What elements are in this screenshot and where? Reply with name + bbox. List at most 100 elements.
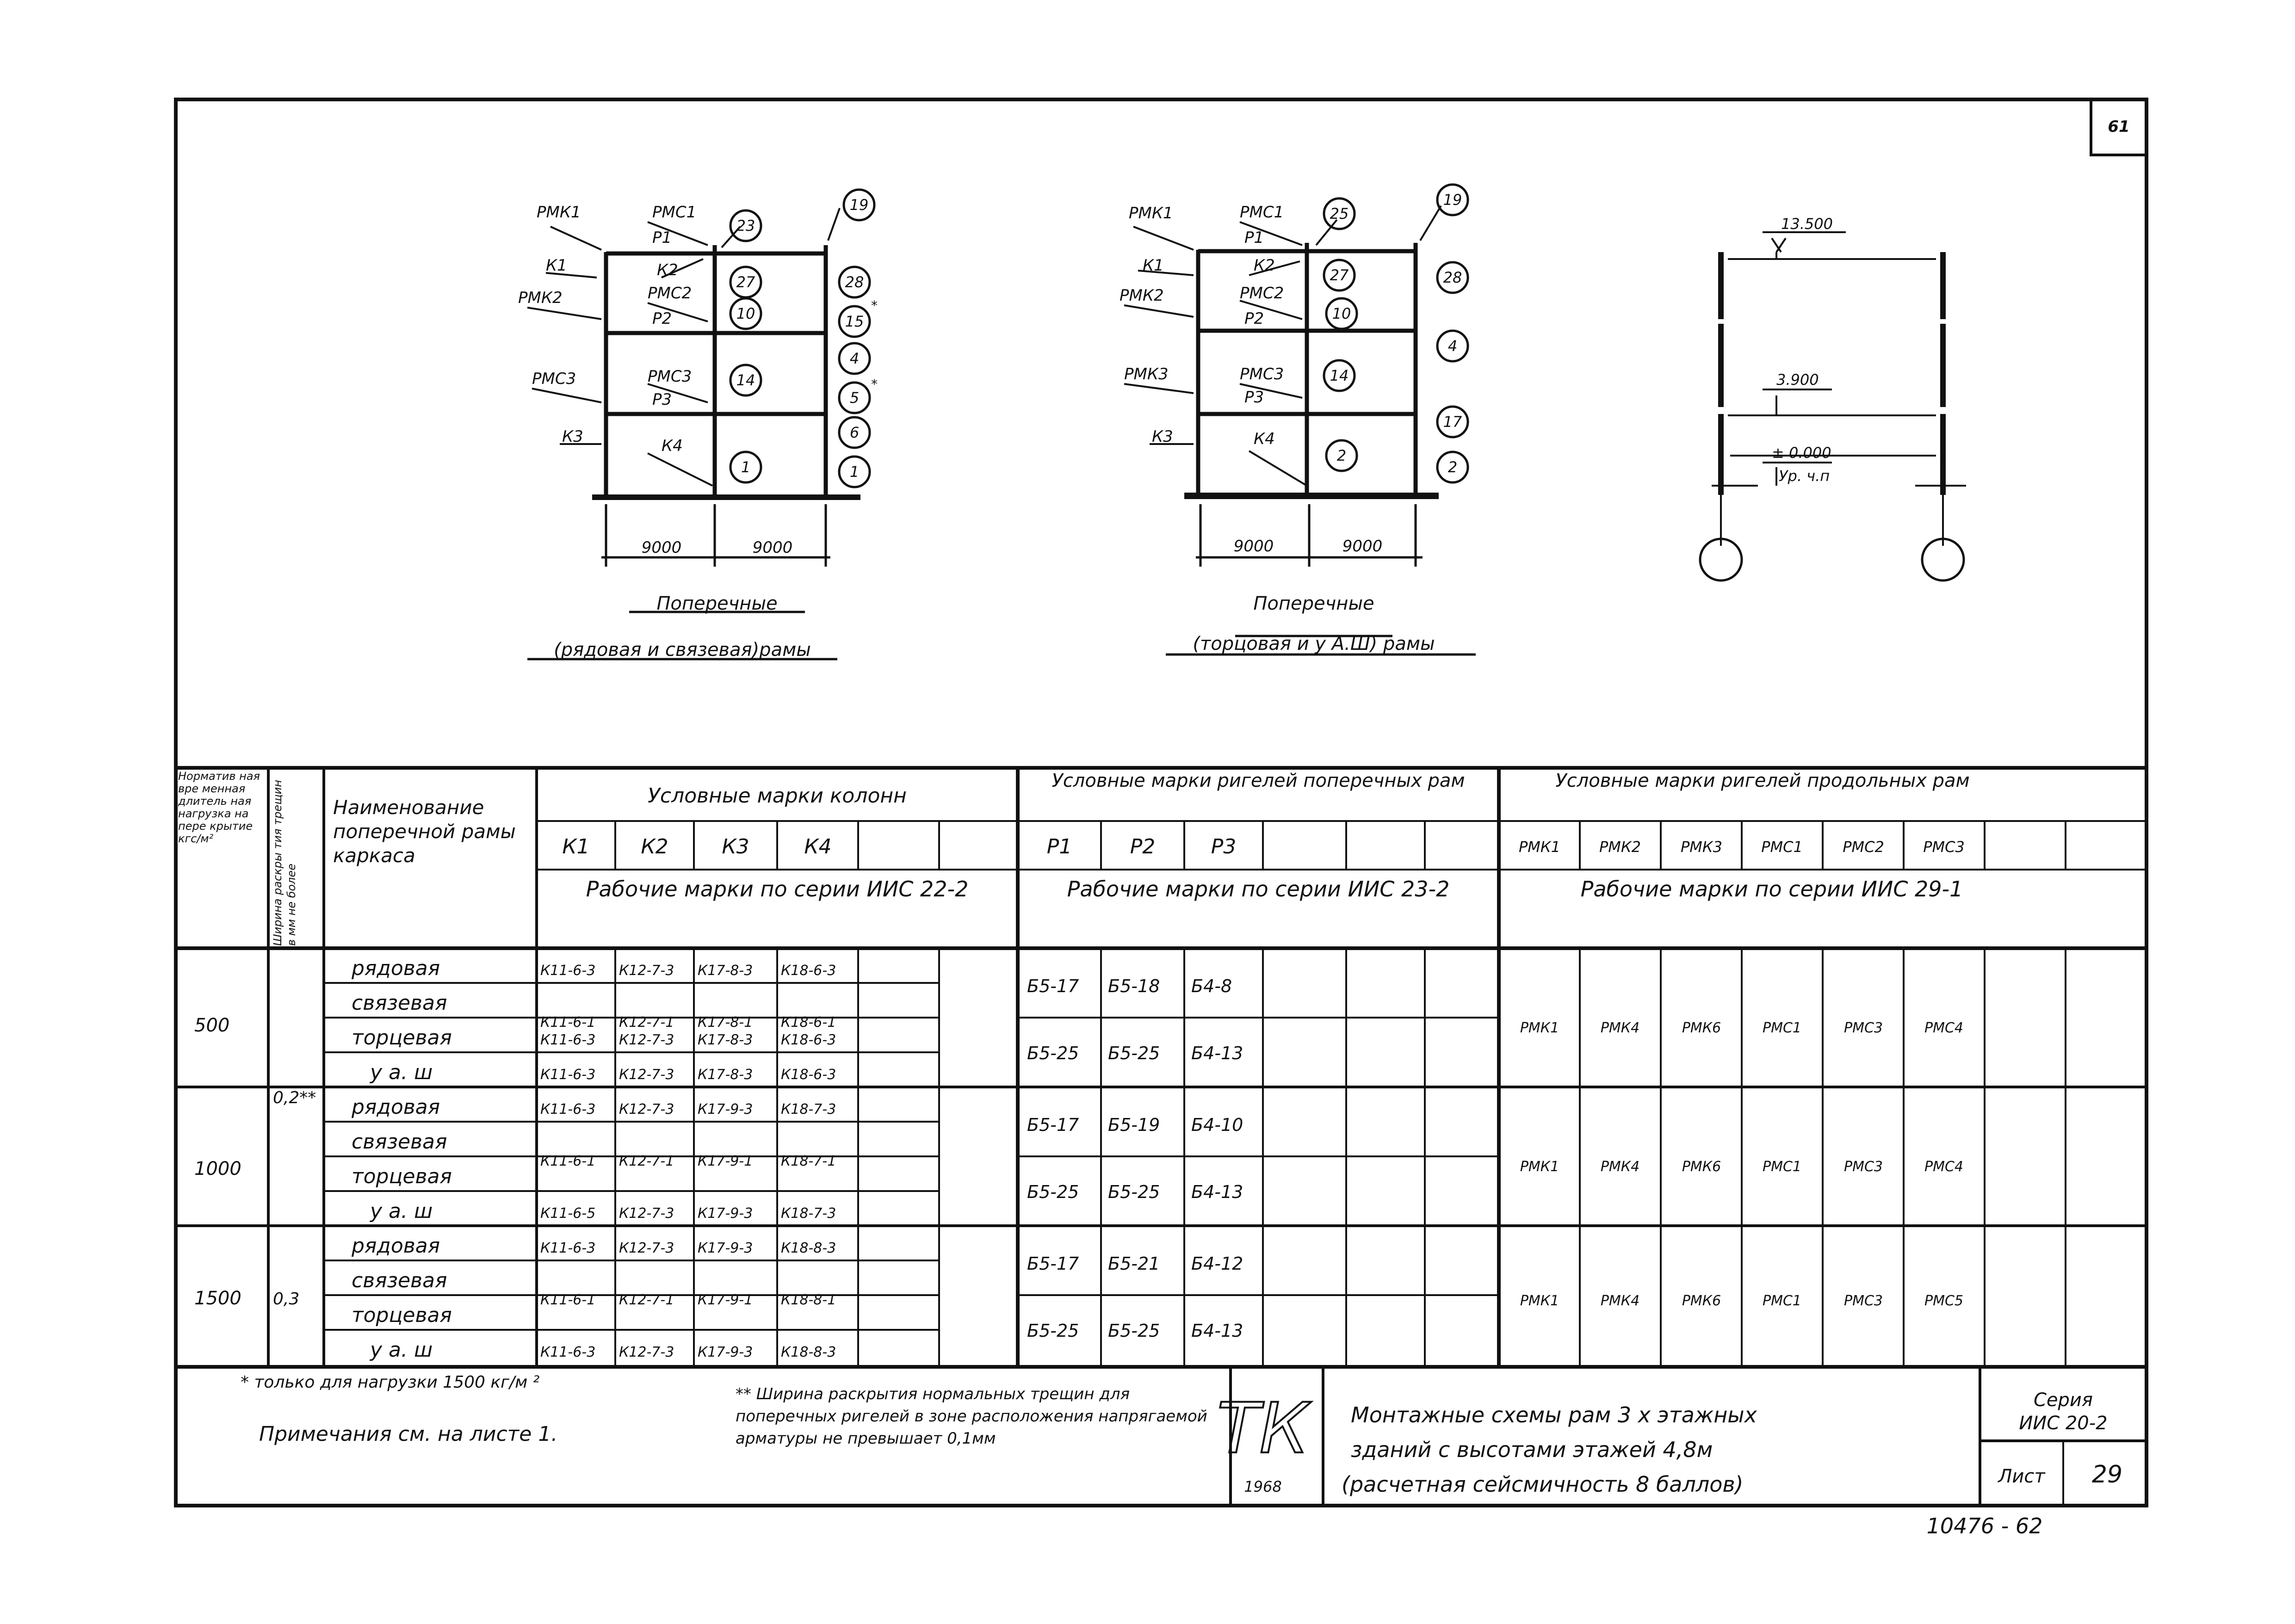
circle-right-10: 10 <box>1332 305 1351 322</box>
long-mark-3: РМК3 <box>1681 838 1722 856</box>
sheet-value: 29 <box>2092 1461 2122 1488</box>
b2-r4-k2: К12-7-3 <box>619 1205 674 1222</box>
girder-mark-p1: Р1 <box>1047 835 1072 858</box>
b1-name-1: рядовая <box>351 957 440 980</box>
b2-long-1: РМК1 <box>1520 1159 1559 1175</box>
label-left-k1: К1 <box>546 256 567 275</box>
b3-long-5: РМС3 <box>1844 1293 1883 1309</box>
circle-left-1a: 1 <box>741 458 750 476</box>
dim-right-1: 9000 <box>1234 537 1274 556</box>
b1-long-1: РМК1 <box>1520 1020 1559 1036</box>
b3-long-1: РМК1 <box>1520 1293 1559 1309</box>
b1-r1-k4: К18-6-3 <box>781 963 836 979</box>
crack-03: 0,3 <box>273 1290 299 1309</box>
circle-left-mark-b: * <box>871 377 878 392</box>
b2-r4-k1: К11-6-5 <box>540 1205 595 1222</box>
frame-diagram-left <box>527 188 876 661</box>
b1-r4-k3: К17-8-3 <box>698 1067 753 1083</box>
caption-left-2: (рядовая и связевая)рамы <box>554 639 811 661</box>
b3-r4-k1: К11-6-3 <box>540 1344 595 1360</box>
b3-r1-k4: К18-8-3 <box>781 1240 836 1256</box>
b1-r3-k2: К12-7-3 <box>619 1032 674 1048</box>
label-right-rmk3: РМК3 <box>1124 365 1169 383</box>
circle-left-mark-a: * <box>871 298 878 313</box>
b3-name-3: торцевая <box>352 1303 452 1327</box>
b2-r2-k1: К11-6-1 <box>540 1153 595 1169</box>
circle-right-17: 17 <box>1443 413 1462 431</box>
caption-right-1: Поперечные <box>1253 593 1374 614</box>
circle-left-27: 27 <box>736 273 755 291</box>
b1-long-5: РМС3 <box>1844 1020 1883 1036</box>
label-right-k3: К3 <box>1152 427 1173 446</box>
circle-left-1b: 1 <box>850 463 859 481</box>
hdr-crack: Ширина раскры тия трещин в мм не более <box>271 779 298 946</box>
circle-left-10: 10 <box>736 305 755 322</box>
b3-r1-k3: К17-9-3 <box>698 1240 753 1256</box>
circle-right-14: 14 <box>1330 367 1349 384</box>
b1-r2-k2: К12-7-1 <box>619 1014 674 1031</box>
circle-left-19: 19 <box>850 196 869 214</box>
level-note: Ур. ч.п <box>1779 467 1830 485</box>
label-left-rmk1: РМК1 <box>537 203 581 222</box>
long-mark-4: РМС1 <box>1761 838 1803 856</box>
b3-r2-k4: К18-8-1 <box>781 1292 836 1308</box>
hdr-name: Наименование поперечной рамы каркаса <box>333 796 516 867</box>
elevation-diagram <box>1699 231 1966 582</box>
level-13500: 13.500 <box>1781 215 1833 233</box>
circle-left-4: 4 <box>850 350 859 367</box>
b1-g1-p3: Б4-8 <box>1191 976 1232 996</box>
b3-g2-p2: Б5-25 <box>1108 1321 1160 1341</box>
label-right-p3: Р3 <box>1244 388 1264 407</box>
b3-r2-k1: К11-6-1 <box>540 1292 595 1308</box>
b1-g2-p1: Б5-25 <box>1027 1043 1079 1063</box>
b1-r1-k3: К17-8-3 <box>698 963 753 979</box>
label-left-p3: Р3 <box>652 390 672 409</box>
b2-name-2: связевая <box>352 1130 447 1154</box>
b1-g1-p2: Б5-18 <box>1108 976 1160 996</box>
load-1500: 1500 <box>194 1288 241 1309</box>
label-left-k4: К4 <box>662 437 683 455</box>
b1-long-3: РМК6 <box>1682 1020 1721 1036</box>
b3-name-2: связевая <box>352 1269 447 1292</box>
b1-name-3: торцевая <box>352 1026 452 1050</box>
year: 1968 <box>1244 1478 1281 1495</box>
b2-g1-p1: Б5-17 <box>1027 1115 1079 1135</box>
label-right-k4: К4 <box>1254 430 1275 448</box>
circle-left-15: 15 <box>845 313 864 330</box>
b3-r4-k4: К18-8-3 <box>781 1344 836 1360</box>
circle-right-27: 27 <box>1330 266 1349 284</box>
label-right-k1: К1 <box>1143 256 1164 275</box>
title-line-3: (расчетная сейсмичность 8 баллов) <box>1342 1472 1744 1497</box>
girder-mark-p3: Р3 <box>1211 835 1237 858</box>
b3-name-4: у а. ш <box>369 1338 433 1362</box>
dim-left-2: 9000 <box>753 538 793 557</box>
frame-diagram-right <box>1124 183 1476 656</box>
b2-long-4: РМС1 <box>1763 1159 1801 1175</box>
b2-long-3: РМК6 <box>1682 1159 1721 1175</box>
circle-left-28: 28 <box>845 273 864 291</box>
col-mark-k1: К1 <box>562 835 589 858</box>
caption-left-1: Поперечные <box>656 593 777 614</box>
grp-columns-title: Условные марки колонн <box>648 784 907 808</box>
b1-name-4: у а. ш <box>369 1061 433 1084</box>
b1-long-6: РМС4 <box>1924 1020 1963 1036</box>
grp-columns-work: Рабочие марки по серии ИИС 22-2 <box>586 877 969 902</box>
b2-r4-k4: К18-7-3 <box>781 1205 836 1222</box>
b3-r4-k3: К17-9-3 <box>698 1344 753 1360</box>
circle-left-5: 5 <box>850 389 859 407</box>
label-right-rms1: РМС1 <box>1240 203 1284 222</box>
load-500: 500 <box>194 1015 229 1036</box>
label-right-rms2: РМС2 <box>1240 284 1284 303</box>
outer-frame <box>174 98 2148 1507</box>
label-left-rms3: РМС3 <box>648 367 692 386</box>
circle-left-14: 14 <box>736 371 755 389</box>
label-right-rmk1: РМК1 <box>1129 204 1173 222</box>
b1-r3-k1: К11-6-3 <box>540 1032 595 1048</box>
b1-name-2: связевая <box>352 991 447 1015</box>
b2-r2-k3: К17-9-1 <box>698 1153 753 1169</box>
label-right-k2: К2 <box>1254 256 1275 275</box>
footnote-2: Примечания см. на листе 1. <box>259 1422 557 1446</box>
sheet-label: Лист <box>1997 1466 2046 1487</box>
b2-long-5: РМС3 <box>1844 1159 1883 1175</box>
grp-girders-work: Рабочие марки по серии ИИС 23-2 <box>1067 877 1450 902</box>
